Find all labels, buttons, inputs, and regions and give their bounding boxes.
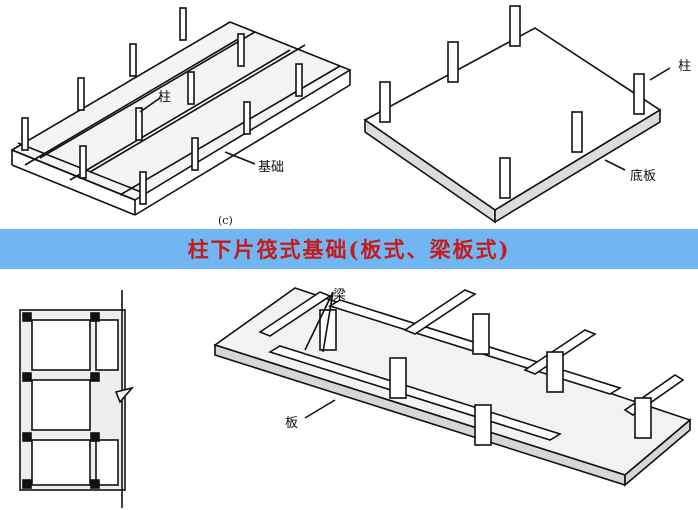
- slab-label: 底板: [630, 169, 657, 184]
- plan-view-drawing: [19, 290, 135, 508]
- plan-view-diagram: [0, 270, 150, 510]
- beam-label: 梁: [333, 288, 347, 303]
- beam-slab-raft-drawing: [213, 287, 692, 487]
- foundation-label: 基础: [258, 160, 285, 175]
- beam-slab-raft-diagram: 梁 板: [205, 270, 698, 510]
- slab-raft-drawing: [363, 5, 671, 224]
- figure-caption: (c): [218, 214, 233, 227]
- banner-title: 柱下片筏式基础(板式、梁板式): [187, 237, 511, 262]
- column-label: 柱: [158, 90, 172, 105]
- title-banner: 柱下片筏式基础(板式、梁板式): [0, 229, 698, 269]
- slab-raft-diagram: 柱 底板: [360, 0, 698, 230]
- strip-foundation-drawing: [10, 7, 352, 216]
- column-label-right: 柱: [678, 59, 692, 74]
- strip-foundation-diagram: 柱 基础 (c): [0, 0, 360, 230]
- slab-label-bottom: 板: [285, 416, 299, 431]
